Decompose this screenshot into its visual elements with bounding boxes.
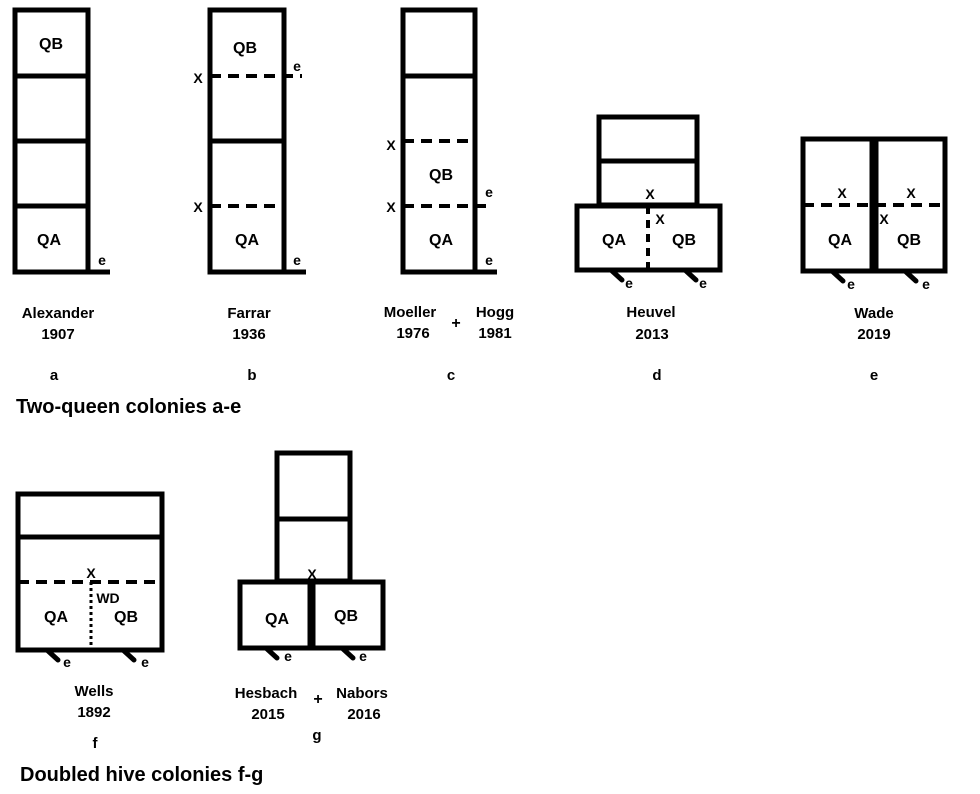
excluder-mark: X xyxy=(645,186,655,202)
entrance-label: e xyxy=(63,654,71,670)
excluder-mark: X xyxy=(386,137,396,153)
entrance-marker xyxy=(608,267,625,283)
entrance-label: e xyxy=(359,648,367,664)
diagram-f-wells: QA QB X WD e e Wells 1892 f xyxy=(15,491,165,752)
entrance-marker xyxy=(339,645,356,661)
panel-letter: a xyxy=(50,367,59,384)
queen-a-label: QA xyxy=(265,611,289,628)
diagram-c-moeller-hogg: QB QA X X e e Moeller 1976 + Hogg 1981 c xyxy=(384,7,514,384)
excluder-mark: X xyxy=(879,211,889,227)
wire-divider-label: WD xyxy=(96,590,119,606)
queen-a-label: QA xyxy=(602,232,626,249)
author-name: Hesbach xyxy=(235,685,298,702)
author-name: Moeller xyxy=(384,304,437,321)
queen-a-label: QA xyxy=(44,609,68,626)
author-name: Farrar xyxy=(227,305,271,322)
author-year: 2015 xyxy=(251,706,284,723)
entrance-marker xyxy=(829,268,846,284)
entrance-marker xyxy=(682,267,699,283)
entrance-label: e xyxy=(98,252,106,268)
author-year: 1981 xyxy=(478,325,511,342)
entrance-label: e xyxy=(625,275,633,291)
section-title-two-queen: Two-queen colonies a-e xyxy=(16,396,241,418)
queen-b-label: QB xyxy=(334,608,358,625)
queen-a-label: QA xyxy=(828,232,852,249)
excluder-mark: X xyxy=(193,199,203,215)
excluder-mark: X xyxy=(86,565,96,581)
entrance-marker xyxy=(902,268,919,284)
panel-letter: c xyxy=(447,367,455,384)
excluder-mark: X xyxy=(655,211,665,227)
author-year: 1976 xyxy=(396,325,429,342)
entrance-label: e xyxy=(284,648,292,664)
entrance-marker xyxy=(44,647,61,663)
queen-b-label: QB xyxy=(39,36,63,53)
author-name: Nabors xyxy=(336,685,388,702)
entrance-label: e xyxy=(485,184,493,200)
left-brood-box xyxy=(237,579,313,651)
entrance-marker xyxy=(120,647,137,663)
diagram-b-farrar: QB QA X X e e Farrar 1936 b xyxy=(193,7,306,384)
entrance-marker xyxy=(263,645,280,661)
queen-b-label: QB xyxy=(672,232,696,249)
section-title-doubled-hive: Doubled hive colonies f-g xyxy=(20,764,263,786)
queen-b-label: QB xyxy=(429,167,453,184)
author-year: 2016 xyxy=(347,706,380,723)
panel-letter: e xyxy=(870,367,878,384)
panel-letter: d xyxy=(652,367,661,384)
panel-letter: f xyxy=(93,735,99,752)
queen-b-label: QB xyxy=(233,40,257,57)
excluder-mark: X xyxy=(193,70,203,86)
queen-a-label: QA xyxy=(37,232,61,249)
entrance-label: e xyxy=(485,252,493,268)
author-name: Wells xyxy=(75,683,114,700)
excluder-mark: X xyxy=(906,185,916,201)
author-name: Alexander xyxy=(22,305,95,322)
diagram-a-alexander: QB QA e Alexander 1907 a xyxy=(12,7,110,384)
entrance-label: e xyxy=(922,276,930,292)
queen-a-label: QA xyxy=(429,232,453,249)
queen-a-label: QA xyxy=(235,232,259,249)
author-year: 1907 xyxy=(41,326,74,343)
entrance-label: e xyxy=(141,654,149,670)
author-name: Hogg xyxy=(476,304,514,321)
author-name: Wade xyxy=(854,305,893,322)
plus-sign: + xyxy=(451,315,460,332)
entrance-label: e xyxy=(847,276,855,292)
queen-b-label: QB xyxy=(897,232,921,249)
right-brood-box xyxy=(310,579,386,651)
panel-letter: b xyxy=(247,367,256,384)
entrance-label: e xyxy=(293,252,301,268)
entrance-label: e xyxy=(293,58,301,74)
author-year: 1892 xyxy=(77,704,110,721)
diagram-e-wade: QA QB X X X e e Wade 2019 e xyxy=(800,136,948,384)
excluder-mark: X xyxy=(837,185,847,201)
diagram-g-hesbach-nabors: QA QB X e e Hesbach 2015 + Nabors 2016 g xyxy=(235,450,388,744)
plus-sign: + xyxy=(313,691,322,708)
entrance-label: e xyxy=(699,275,707,291)
author-year: 2019 xyxy=(857,326,890,343)
diagram-d-heuvel: QA QB X X e e Heuvel 2013 d xyxy=(574,114,723,384)
queen-b-label: QB xyxy=(114,609,138,626)
author-year: 1936 xyxy=(232,326,265,343)
excluder-mark: X xyxy=(307,566,317,582)
author-year: 2013 xyxy=(635,326,668,343)
panel-letter: g xyxy=(312,727,321,744)
excluder-mark: X xyxy=(386,199,396,215)
author-name: Heuvel xyxy=(626,304,675,321)
